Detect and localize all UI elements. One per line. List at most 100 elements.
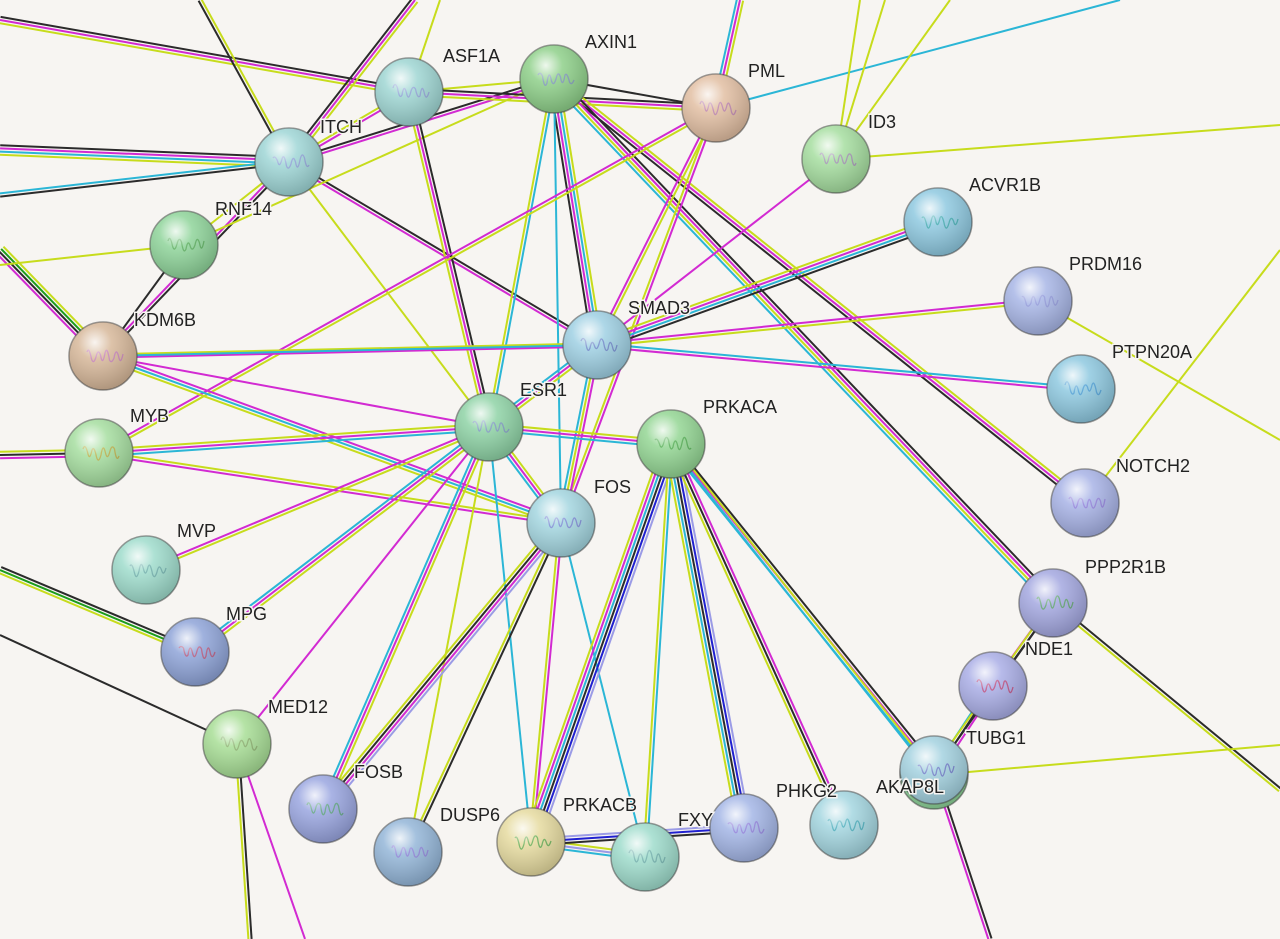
node-label-akap8l: AKAP8L	[876, 777, 944, 797]
edge-line-database	[597, 342, 1082, 389]
protein-node-asf1a[interactable]	[374, 57, 444, 127]
interaction-edge[interactable]	[98, 422, 490, 458]
interaction-edge[interactable]	[668, 442, 937, 777]
protein-node-notch2[interactable]	[1050, 468, 1120, 538]
protein-node-pml[interactable]	[681, 73, 751, 143]
interaction-edge[interactable]	[318, 519, 566, 813]
interaction-edge[interactable]	[407, 426, 490, 853]
protein-node-ppp2r1b[interactable]	[1018, 568, 1088, 638]
protein-node-itch[interactable]	[254, 127, 324, 197]
interaction-edge[interactable]	[288, 161, 490, 428]
protein-node-mpg[interactable]	[160, 617, 230, 687]
interaction-edge[interactable]	[528, 522, 564, 843]
interaction-edge[interactable]	[192, 423, 492, 656]
interaction-edge[interactable]	[405, 521, 564, 854]
protein-node-acvr1b[interactable]	[903, 187, 973, 257]
edge-line-textmining	[99, 450, 562, 523]
protein-node-fosb[interactable]	[288, 774, 358, 844]
interaction-edge[interactable]	[553, 78, 562, 524]
interaction-edge[interactable]	[319, 425, 493, 811]
interaction-edge[interactable]	[0, 144, 290, 168]
node-highlight	[161, 618, 229, 686]
protein-node-mvp[interactable]	[111, 535, 181, 605]
interaction-edge[interactable]	[596, 342, 1082, 392]
interaction-edge[interactable]	[594, 106, 719, 347]
interaction-edge[interactable]	[486, 78, 557, 428]
edge-line-coexpression	[556, 75, 1058, 601]
protein-node-ptpn20a[interactable]	[1046, 354, 1116, 424]
edge-line-database	[666, 444, 742, 829]
edge-line-textmining	[196, 428, 492, 656]
protein-node-kdm6b[interactable]	[68, 321, 138, 391]
protein-node-fos[interactable]	[526, 488, 596, 558]
interaction-edge[interactable]	[0, 15, 410, 97]
interaction-edge[interactable]	[102, 355, 490, 428]
interaction-edge[interactable]	[102, 342, 598, 359]
edge-line-experimental	[98, 453, 561, 526]
protein-node-esr1[interactable]	[454, 392, 524, 462]
protein-node-phk[interactable]	[709, 793, 779, 863]
protein-node-prkaca[interactable]	[636, 409, 706, 479]
protein-node-axin1[interactable]	[519, 44, 589, 114]
protein-node-prkacb[interactable]	[496, 807, 566, 877]
node-highlight	[637, 410, 705, 478]
protein-node-akap8l[interactable]	[899, 735, 969, 805]
interaction-edge[interactable]	[1037, 300, 1280, 441]
interaction-edge[interactable]	[596, 298, 1039, 348]
interaction-edge[interactable]	[102, 344, 598, 357]
interaction-edge[interactable]	[236, 426, 490, 745]
edge-line-textmining	[288, 161, 490, 428]
interaction-edge[interactable]	[642, 443, 674, 858]
interaction-edge[interactable]	[835, 124, 1280, 160]
interaction-edge[interactable]	[1051, 600, 1280, 793]
interaction-edge[interactable]	[595, 216, 940, 351]
protein-node-id3[interactable]	[801, 124, 871, 194]
protein-node-myb[interactable]	[64, 418, 134, 488]
node-label-pml: PML	[748, 61, 785, 81]
interaction-edge[interactable]	[98, 450, 562, 526]
interaction-edge[interactable]	[663, 442, 752, 830]
edge-line-database	[597, 222, 939, 348]
edge-line-textmining	[597, 108, 719, 347]
protein-node-prdm16[interactable]	[1003, 266, 1073, 336]
edge-line-textmining	[98, 422, 489, 451]
protein-node-fxyd[interactable]	[610, 822, 680, 892]
node-highlight	[65, 419, 133, 487]
interaction-edge[interactable]	[522, 441, 680, 845]
edge-line-homology	[537, 446, 680, 845]
node-highlight	[455, 393, 523, 461]
interaction-edge[interactable]	[549, 75, 1058, 607]
edge-line-experimental	[287, 162, 597, 348]
interaction-edge[interactable]	[560, 522, 646, 858]
interaction-edge[interactable]	[933, 744, 1280, 776]
protein-node-smad3[interactable]	[562, 310, 632, 380]
edge-line-database	[102, 355, 562, 524]
node-label-acvr1b: ACVR1B	[969, 175, 1041, 195]
node-highlight	[69, 322, 137, 390]
interaction-edge[interactable]	[0, 634, 238, 745]
interaction-edge[interactable]	[144, 424, 491, 573]
edge-line-coexpression	[0, 162, 290, 198]
edge-line-coexpression	[0, 634, 238, 745]
interaction-edge[interactable]	[667, 442, 848, 827]
interaction-edge[interactable]	[596, 158, 837, 346]
interaction-edge[interactable]	[0, 159, 290, 198]
protein-node-nde1[interactable]	[958, 651, 1028, 721]
edge-line-textmining	[407, 426, 490, 853]
protein-node-dusp6[interactable]	[373, 817, 443, 887]
protein-node-rnf14[interactable]	[149, 210, 219, 280]
edge-line-database	[560, 522, 646, 858]
interaction-edge[interactable]	[0, 566, 197, 656]
interaction-edge[interactable]	[715, 0, 1121, 109]
protein-node-phkg2[interactable]	[809, 790, 879, 860]
node-label-dusp6: DUSP6	[440, 805, 500, 825]
interaction-edge[interactable]	[183, 78, 555, 246]
interaction-edge[interactable]	[548, 78, 603, 346]
protein-node-med12[interactable]	[202, 709, 272, 779]
interaction-edge[interactable]	[1084, 249, 1280, 504]
node-label-prkacb: PRKACB	[563, 795, 637, 815]
edge-line-coexpression	[0, 566, 197, 650]
